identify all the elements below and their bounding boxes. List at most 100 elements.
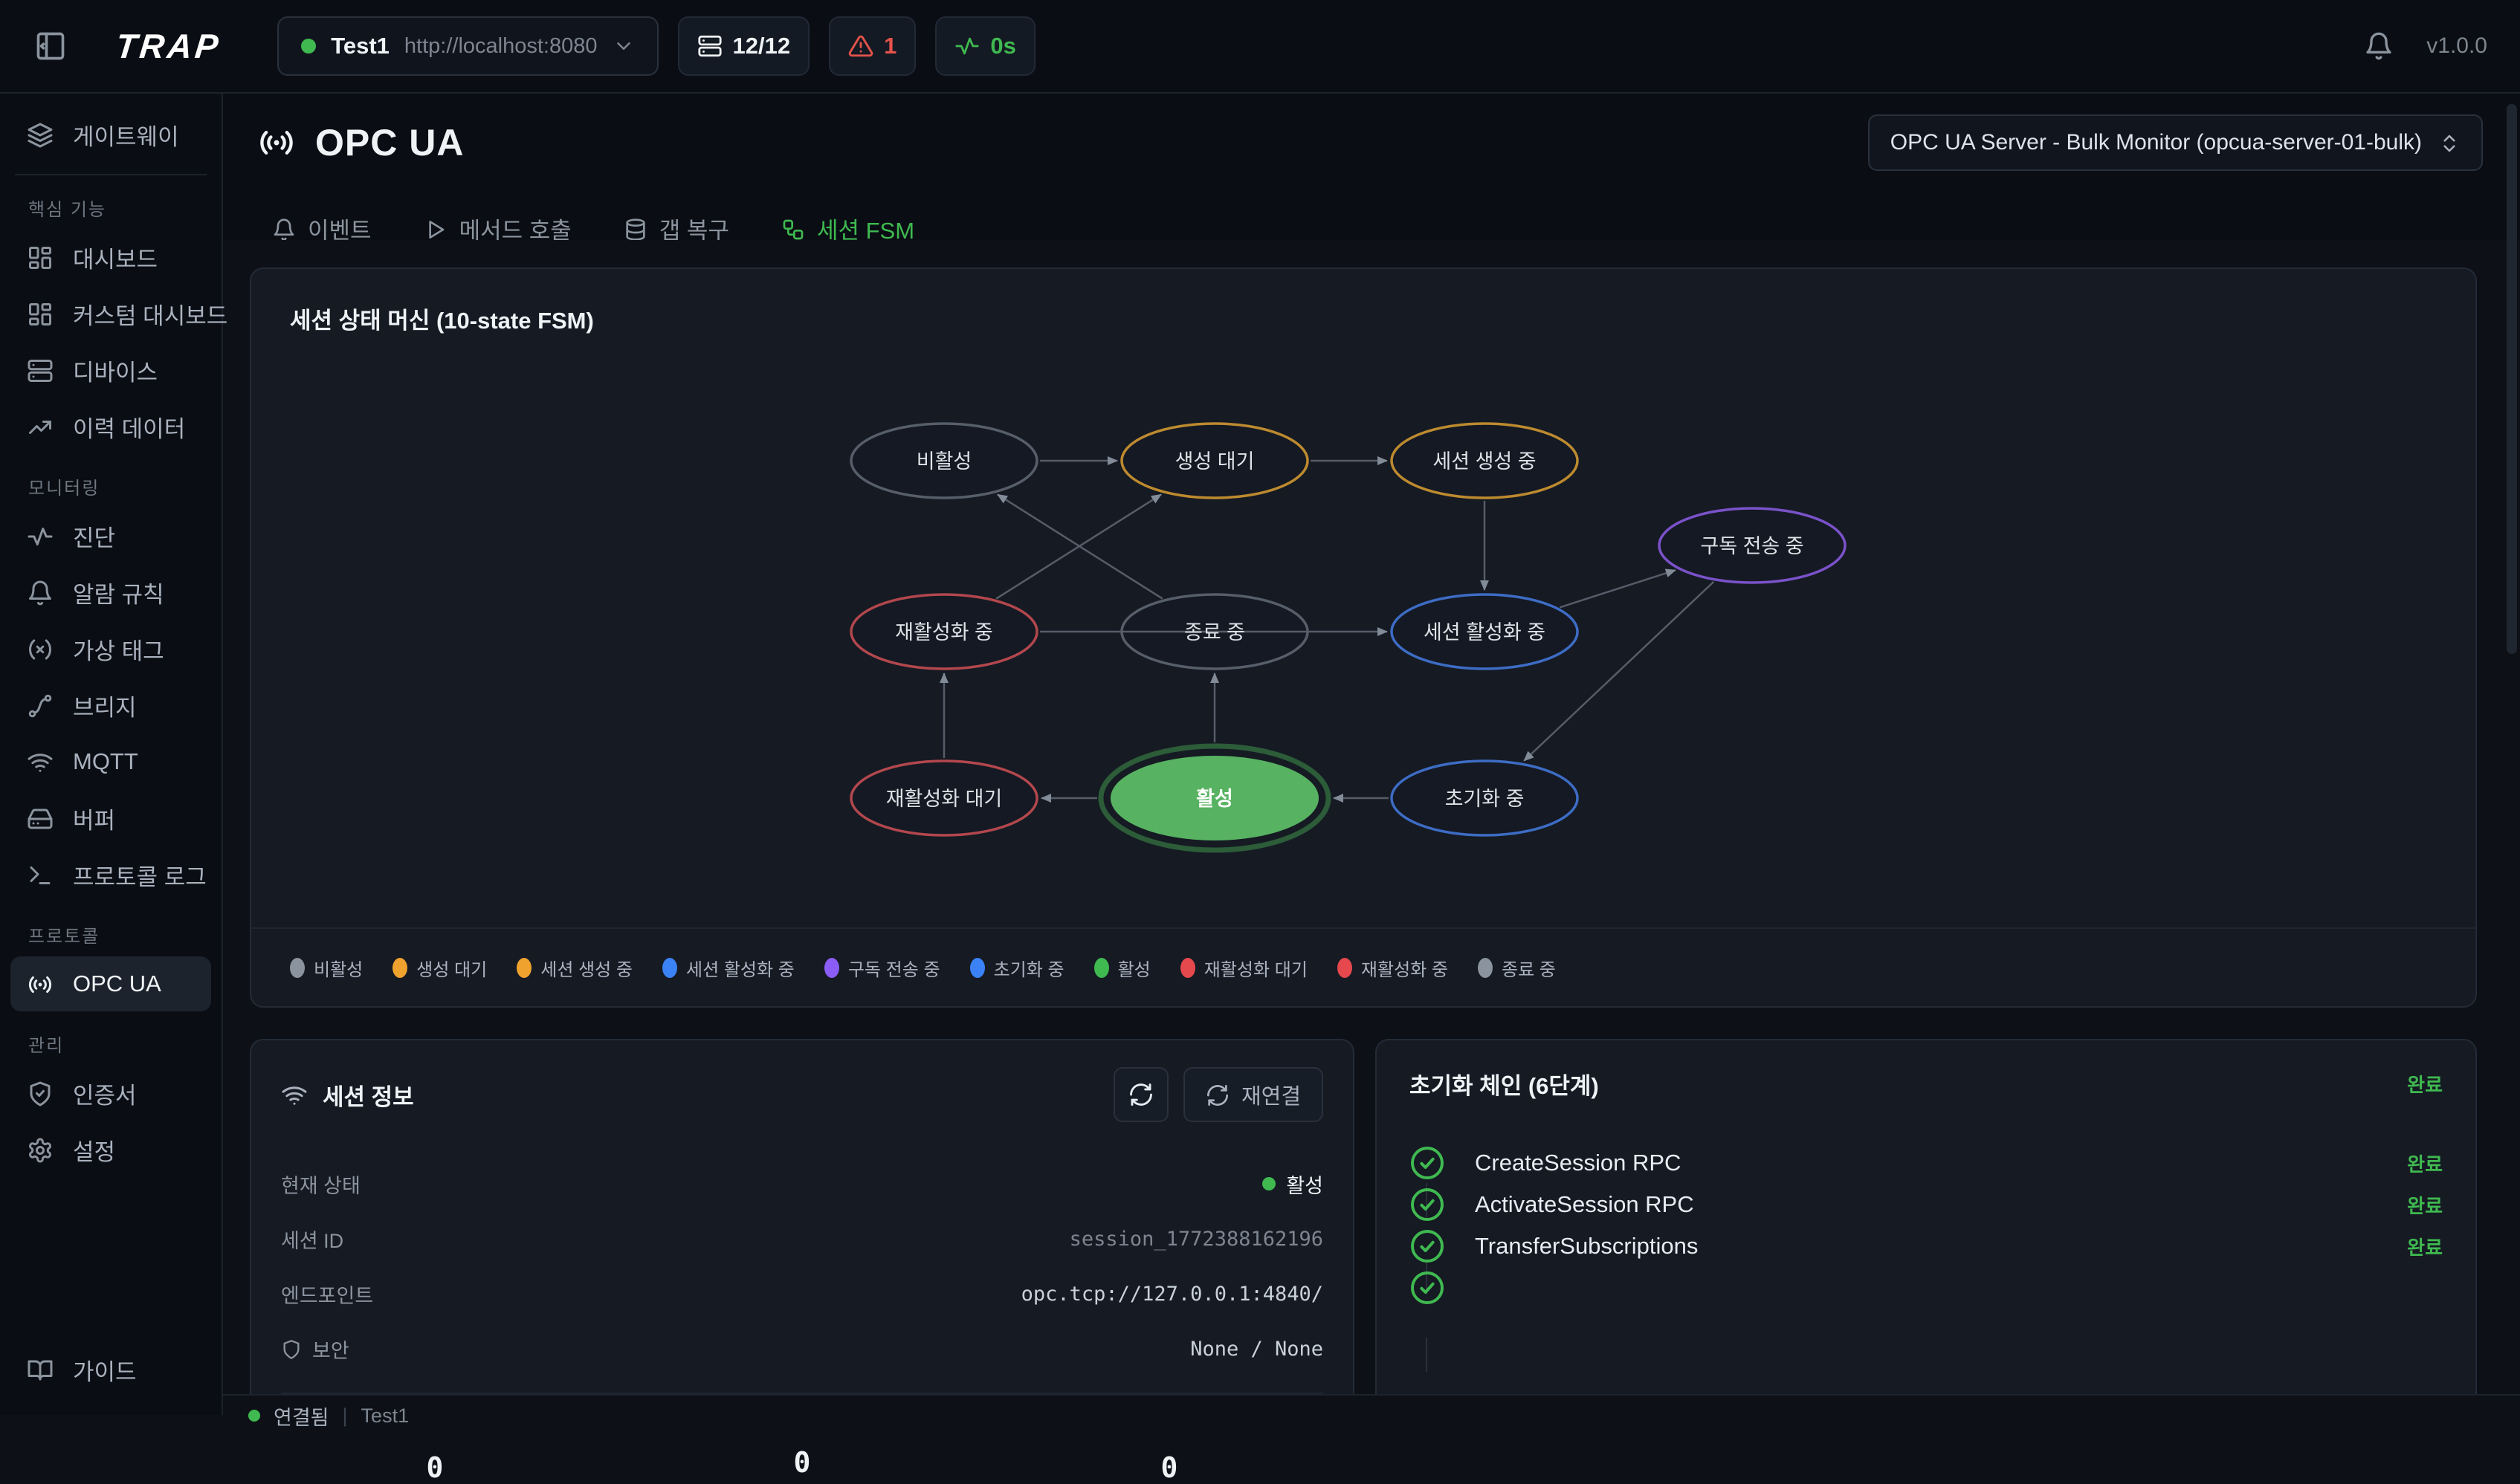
radio-icon xyxy=(257,123,296,162)
wifi-icon xyxy=(281,1080,308,1109)
svg-text:생성 대기: 생성 대기 xyxy=(1175,450,1255,473)
sidebar-item-label: 디바이스 xyxy=(73,359,158,386)
legend-dot xyxy=(1337,957,1352,978)
connection-status-dot xyxy=(248,1410,260,1422)
check-circle-icon xyxy=(1409,1187,1445,1222)
svg-text:재활성화 중: 재활성화 중 xyxy=(895,621,993,644)
sidebar-item-protocol-logs[interactable]: 프로토콜 로그 xyxy=(10,847,211,902)
main-area: OPC UA OPC UA Server - Bulk Monitor (opc… xyxy=(223,94,2520,1484)
scrollbar[interactable] xyxy=(2507,104,2517,654)
sidebar-item-certificates[interactable]: 인증서 xyxy=(10,1066,211,1121)
sidebar-item-custom-dashboard[interactable]: 커스텀 대시보드 xyxy=(10,286,227,341)
gateway-status-dot xyxy=(301,39,317,54)
sidebar-item-dashboard[interactable]: 대시보드 xyxy=(10,230,211,285)
legend-dot xyxy=(1180,957,1195,978)
topbar-chip-alerts[interactable]: 1 xyxy=(829,16,917,76)
sidebar-item-label: 버퍼 xyxy=(73,807,116,834)
session-info-title: 세션 정보 xyxy=(323,1083,414,1110)
sidebar-section-label: 프로토콜 xyxy=(28,927,100,947)
sidebar-item-history-data[interactable]: 이력 데이터 xyxy=(10,399,211,454)
gateway-selector[interactable]: Test1 http://localhost:8080 xyxy=(277,16,659,76)
sidebar-item-mqtt[interactable]: MQTT xyxy=(10,734,211,789)
legend-item: 종료 중 xyxy=(1477,955,1556,981)
server-select[interactable]: OPC UA Server - Bulk Monitor (opcua-serv… xyxy=(1867,114,2483,171)
sidebar-item-buffer[interactable]: 버퍼 xyxy=(10,791,211,846)
svg-text:세션 생성 중: 세션 생성 중 xyxy=(1432,450,1536,473)
notifications-icon[interactable] xyxy=(2364,31,2394,61)
sidebar-item-virtual-tags[interactable]: 가상 태그 xyxy=(10,621,211,676)
play-icon xyxy=(424,216,448,242)
reconnect-button[interactable]: 재연결 xyxy=(1183,1067,1323,1122)
radio-icon xyxy=(27,970,54,998)
chevron-down-icon xyxy=(613,35,635,57)
connection-status: 연결됨 xyxy=(274,1406,329,1429)
gateway-name: Test1 xyxy=(331,33,390,59)
sidebar-item-opc-ua[interactable]: OPC UA xyxy=(10,956,211,1011)
fsm-node xyxy=(1120,422,1309,499)
sidebar-item-settings[interactable]: 설정 xyxy=(10,1122,211,1177)
tab-events[interactable]: 이벤트 xyxy=(272,212,372,270)
status-dot xyxy=(1262,1177,1276,1190)
topbar-chip-servers[interactable]: 12/12 xyxy=(677,16,810,76)
chevrons-up-down-icon xyxy=(2438,130,2461,155)
legend-dot xyxy=(392,957,408,978)
variable-icon xyxy=(27,635,54,663)
tab-gap-recovery[interactable]: 갭 복구 xyxy=(624,212,729,270)
sidebar-collapse-icon[interactable] xyxy=(33,28,68,64)
server-select-value: OPC UA Server - Bulk Monitor (opcua-serv… xyxy=(1890,130,2422,155)
check-circle-icon xyxy=(1409,1145,1445,1181)
sidebar-item-alarm-rules[interactable]: 알람 규칙 xyxy=(10,565,211,620)
fsm-node xyxy=(1390,759,1579,837)
app-version: v1.0.0 xyxy=(2426,33,2487,58)
legend-item: 재활성화 중 xyxy=(1337,955,1448,981)
sidebar-item-bridge[interactable]: 브리지 xyxy=(10,678,211,733)
sidebar-item-devices[interactable]: 디바이스 xyxy=(10,343,211,398)
svg-text:세션 활성화 중: 세션 활성화 중 xyxy=(1424,621,1545,644)
trending-up-icon xyxy=(27,412,54,441)
hard-drive-icon xyxy=(27,804,54,832)
sidebar-item-diagnostics[interactable]: 진단 xyxy=(10,508,211,563)
reconnect-label: 재연결 xyxy=(1241,1085,1301,1109)
sidebar-item-guide[interactable]: 가이드 xyxy=(10,1342,213,1397)
init-chain-title: 초기화 체인 (6단계) xyxy=(1409,1073,1599,1099)
refresh-icon xyxy=(1206,1082,1230,1106)
database-icon xyxy=(624,216,647,242)
shield-icon xyxy=(281,1338,302,1361)
sidebar-item-gateway[interactable]: 게이트웨이 xyxy=(10,107,211,162)
init-chain-status: 완료 xyxy=(2407,1074,2443,1096)
layout-icon xyxy=(27,299,54,328)
fsm-node xyxy=(1390,593,1579,670)
topbar-chip-latency[interactable]: 0s xyxy=(935,16,1036,76)
svg-text:종료 중: 종료 중 xyxy=(1184,621,1245,644)
sidebar-item-label: 커스텀 대시보드 xyxy=(73,302,228,329)
legend-dot xyxy=(1093,957,1109,978)
sidebar-item-label: MQTT xyxy=(73,748,138,774)
legend-item: 세션 생성 중 xyxy=(517,955,633,981)
server-icon xyxy=(697,33,723,59)
sidebar-item-label: 대시보드 xyxy=(73,246,158,273)
check-circle-icon xyxy=(1409,1270,1445,1306)
status-bar: 연결됨 | Test1 xyxy=(223,1394,2520,1436)
sidebar-section-label: 모니터링 xyxy=(28,479,100,499)
legend-item: 구독 전송 중 xyxy=(824,955,940,981)
tab-method-calls[interactable]: 메서드 호출 xyxy=(424,212,572,270)
sidebar-item-label: 알람 규칙 xyxy=(73,581,164,608)
sidebar-item-label: 프로토콜 로그 xyxy=(73,863,207,890)
wifi-icon xyxy=(27,748,54,776)
chain-step-partial xyxy=(1409,1267,2443,1309)
book-open-icon xyxy=(27,1355,54,1384)
sidebar-section-label: 핵심 기능 xyxy=(28,200,106,220)
refresh-button[interactable] xyxy=(1113,1067,1169,1122)
svg-text:재활성화 대기: 재활성화 대기 xyxy=(886,788,1003,810)
